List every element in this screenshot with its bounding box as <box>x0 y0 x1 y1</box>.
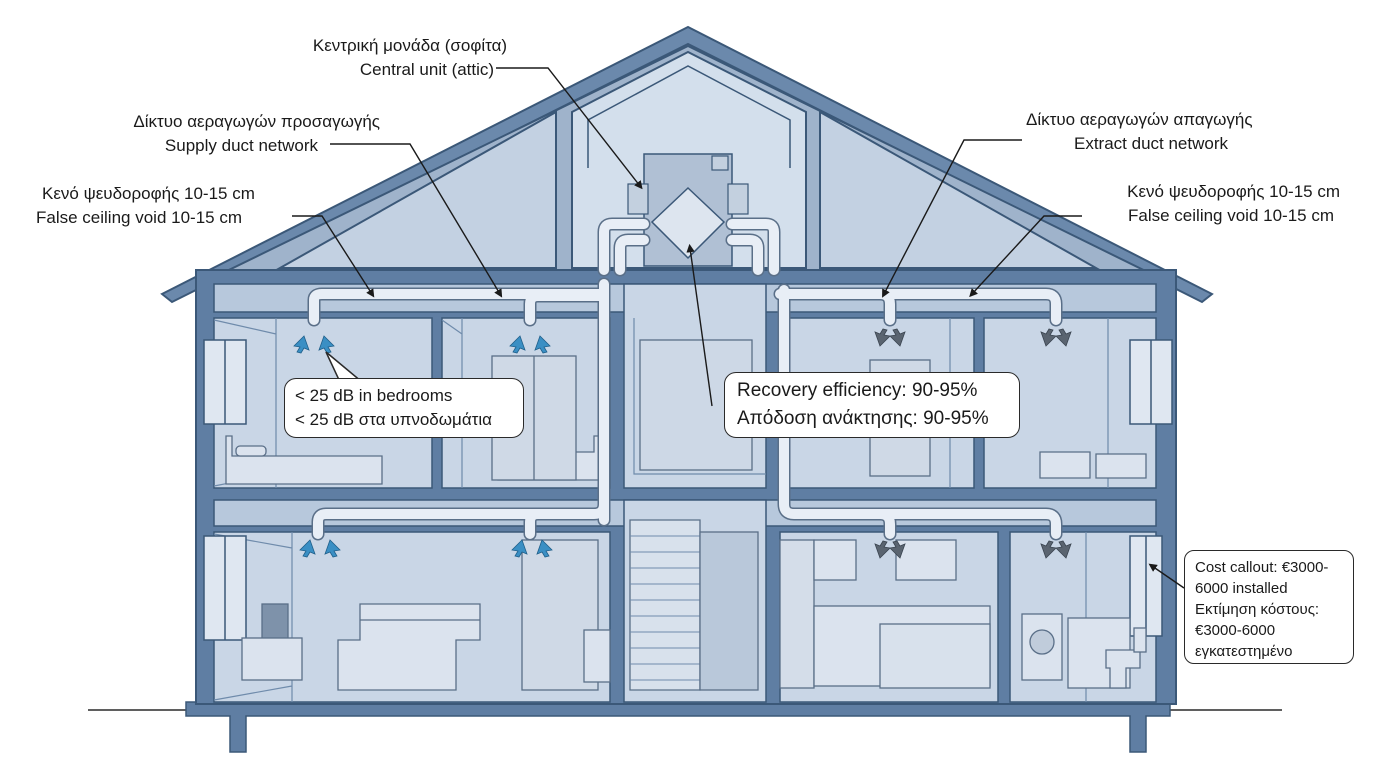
cost-callout-line4: €3000-6000 <box>1195 622 1276 639</box>
false-ceiling-left-label: Κενό ψευδοροφής 10-15 cm False ceiling v… <box>36 182 296 230</box>
kitchen-cabinets <box>813 539 857 581</box>
cost-callout-line1: Cost callout: €3000- <box>1195 559 1329 576</box>
leader-extract-network <box>882 139 1022 298</box>
leader-supply-network <box>330 143 503 298</box>
tv <box>261 603 289 645</box>
cost-callout-line2: 6000 installed <box>1195 580 1288 597</box>
cost-callout: Cost callout: €3000- 6000 installed Εκτί… <box>1184 550 1354 664</box>
central-unit-label-en: Central unit (attic) <box>359 60 495 79</box>
supply-network-label-en: Supply duct network <box>164 136 318 155</box>
recovery-callout-el: Απόδοση ανάκτησης: 90-95% <box>737 408 989 429</box>
roof <box>160 25 1214 304</box>
recovery-callout-en: Recovery efficiency: 90-95% <box>737 380 978 401</box>
leader-central-unit <box>496 67 643 190</box>
recovery-callout: Recovery efficiency: 90-95% Απόδοση ανάκ… <box>724 372 1020 438</box>
extract-airflow-arrows <box>874 328 1072 559</box>
bathtub <box>1039 451 1091 479</box>
duct-network <box>307 217 1063 541</box>
noise-callout: < 25 dB in bedrooms < 25 dB στα υπνοδωμά… <box>284 378 524 438</box>
false-ceiling-right-label-el: Κενό ψευδοροφής 10-15 cm <box>1127 182 1340 201</box>
leader-false-ceiling-left <box>292 215 375 298</box>
attic-right-void <box>819 110 1100 269</box>
supply-network-label-el: Δίκτυο αεραγωγών προσαγωγής <box>133 112 380 131</box>
tv-stand <box>241 637 303 681</box>
toilet <box>1105 649 1141 689</box>
extract-network-label: Δίκτυο αεραγωγών απαγωγής Extract duct n… <box>1026 108 1326 156</box>
cost-callout-line3: Εκτίμηση κόστους: <box>1195 601 1320 618</box>
leader-false-ceiling-right <box>969 215 1082 298</box>
windows <box>203 339 1173 641</box>
false-ceiling-left-label-en: False ceiling void 10-15 cm <box>36 208 242 227</box>
central-unit-label: Κεντρική μονάδα (σοφίτα) Central unit (a… <box>280 34 540 82</box>
false-ceiling-left-label-el: Κενό ψευδοροφής 10-15 cm <box>42 184 255 203</box>
furniture <box>225 339 1147 691</box>
attic-left-void <box>276 110 557 269</box>
attic-center-inner <box>587 65 791 168</box>
central-unit-label-el: Κεντρική μονάδα (σοφίτα) <box>312 36 508 55</box>
kitchen-island <box>879 623 991 689</box>
leader-lines <box>292 67 1185 589</box>
extract-network-label-el: Δίκτυο αεραγωγών απαγωγής <box>1026 110 1253 129</box>
central-unit <box>627 153 749 267</box>
supply-airflow-arrows <box>293 335 553 558</box>
fridge <box>779 539 815 689</box>
foundation <box>185 701 1171 753</box>
extract-network-label-en: Extract duct network <box>1074 134 1229 153</box>
noise-callout-el: < 25 dB στα υπνοδωμάτια <box>295 410 492 429</box>
cost-callout-line5: εγκατεστημένο <box>1195 643 1293 660</box>
bed-1 <box>225 435 383 485</box>
false-ceiling-right-label: Κενό ψευδοροφής 10-15 cm False ceiling v… <box>1076 180 1340 228</box>
supply-network-label: Δίκτυο αεραγωγών προσαγωγής Supply duct … <box>40 110 380 158</box>
leader-recovery <box>686 243 713 407</box>
leader-cost <box>1148 563 1185 589</box>
noise-bubble-tail <box>325 351 363 383</box>
sofa <box>337 603 481 691</box>
noise-callout-en: < 25 dB in bedrooms <box>295 386 453 405</box>
false-ceiling-right-label-en: False ceiling void 10-15 cm <box>1128 206 1334 225</box>
